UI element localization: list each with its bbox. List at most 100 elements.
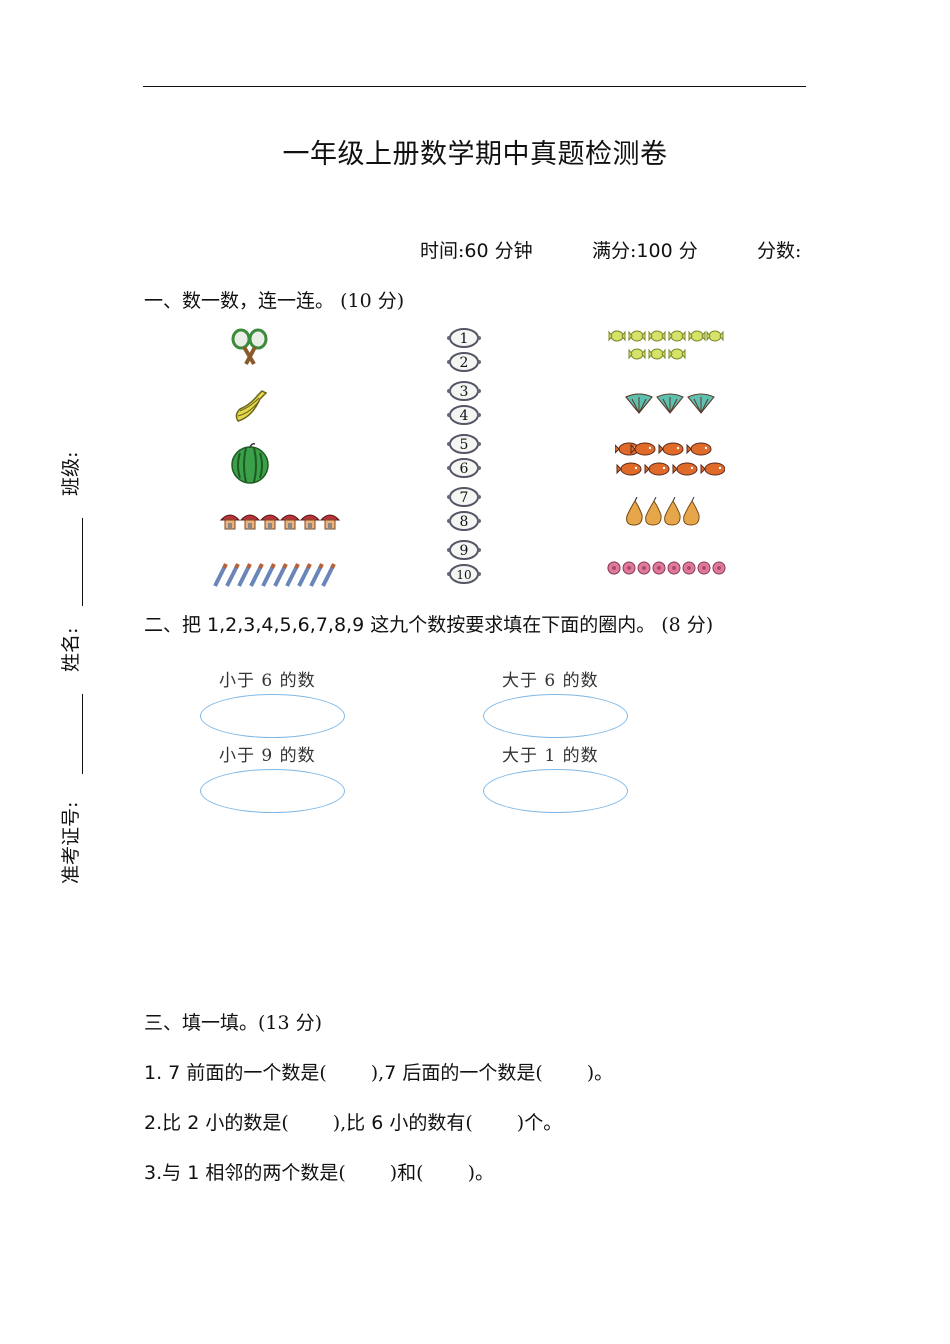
picture-bananas[interactable] [215,384,285,428]
number-badge-8[interactable]: 8 [446,510,482,532]
question-text: )个。 [516,1112,563,1134]
candy-icon [608,330,724,360]
full-score-label: 满分: [592,240,637,262]
score-field[interactable]: 分数: [757,240,802,262]
section1-heading: 一、数一数，连一连。 (10 分) [144,286,404,313]
pencil-icon [213,562,336,588]
full-score-info: 满分:100 分 [592,236,698,263]
oval-greater-than-1[interactable] [483,769,628,813]
ornate-badge-icon: 2 [447,352,481,372]
tennis-racket-icon [231,328,268,366]
oval-less-than-9[interactable] [200,769,345,813]
watermelon-icon [231,443,269,484]
question-number: 1. 7 [144,1062,181,1084]
name-field-line[interactable] [82,694,83,774]
ornate-badge-icon: 7 [447,487,481,507]
ornate-badge-icon: 1 [447,328,481,348]
picture-fans[interactable] [622,392,718,416]
svg-text:3: 3 [460,384,469,400]
oval-label-greater-than-1: 大于 1 的数 [502,746,599,766]
section2-heading: 二、把 1,2,3,4,5,6,7,8,9 这九个数按要求填在下面的圈内。 (8… [144,610,713,637]
ornate-badge-icon: 4 [447,405,481,425]
question-number: 3. [144,1162,163,1184]
number-badge-6[interactable]: 6 [446,457,482,479]
oval-label-less-than-9: 小于 9 的数 [219,746,316,766]
picture-mushroom-houses[interactable] [215,508,345,534]
question-text: ), [370,1062,385,1084]
ornate-badge-icon: 8 [447,511,481,531]
picture-flowers[interactable] [604,558,734,578]
question-number-inline: 1 [187,1162,200,1184]
svg-text:10: 10 [456,568,471,582]
number-badge-10[interactable]: 10 [446,563,482,585]
pear-icon [626,497,700,526]
ornate-badge-icon: 3 [447,381,481,401]
time-info: 时间:60 分钟 [420,236,533,263]
section2-prefix: 二、把 [144,614,208,636]
question-number: 2. [144,1112,163,1134]
question-text: )。 [586,1062,614,1084]
ornate-badge-icon: 10 [447,564,481,584]
exam-id-label: 准考证号: [60,801,82,884]
section2-suffix: 这九个数按要求填在下面的圈内。 [364,614,656,636]
section1-points: (10 分) [340,290,405,312]
picture-fish[interactable] [614,440,726,480]
picture-watermelon[interactable] [215,440,285,486]
time-unit: 分钟 [488,240,533,262]
fish-icon [615,442,725,476]
svg-text:5: 5 [460,437,469,453]
svg-text:7: 7 [460,490,469,506]
time-label: 时间: [420,240,465,262]
svg-text:9: 9 [460,543,469,559]
question-text: 前面的一个数是( [186,1062,327,1084]
header-rule [143,86,806,87]
question-text: 后面的一个数是( [402,1062,543,1084]
time-value: 60 [464,240,489,262]
question-number-inline: 7 [384,1062,397,1084]
number-badge-5[interactable]: 5 [446,433,482,455]
question-number-inline: 6 [371,1112,384,1134]
banana-bunch-icon [235,390,268,422]
section2-numbers: 1,2,3,4,5,6,7,8,9 [207,614,365,636]
svg-text:8: 8 [460,514,469,530]
page-title: 一年级上册数学期中真题检测卷 [282,139,668,170]
question-text: )和( [389,1162,424,1184]
oval-greater-than-6[interactable] [483,694,628,738]
oval-label-greater-than-6: 大于 6 的数 [502,671,599,691]
svg-text:1: 1 [460,331,469,347]
full-score-value: 100 [636,240,673,262]
question-number-inline: 2 [187,1112,200,1134]
question-3: 3.与 1 相邻的两个数是()和()。 [144,1158,494,1185]
picture-candies[interactable] [606,327,728,367]
picture-tennis-rackets[interactable] [215,327,285,369]
section1-title: 一、数一数，连一连。 [144,290,335,312]
section3-heading: 三、填一填。(13 分) [144,1008,322,1035]
section2-points: (8 分) [661,614,714,636]
flower-icon [607,561,726,575]
ornate-badge-icon: 6 [447,458,481,478]
number-badge-2[interactable]: 2 [446,351,482,373]
question-text: )。 [467,1162,494,1184]
mushroom-house-icon [220,514,340,530]
number-badge-3[interactable]: 3 [446,380,482,402]
number-badge-4[interactable]: 4 [446,404,482,426]
section3-title: 三、填一填。 [144,1012,259,1034]
svg-text:4: 4 [460,408,469,424]
picture-pears[interactable] [624,496,704,528]
section3-points: (13 分) [258,1012,323,1034]
question-text: 相邻的两个数是( [199,1162,346,1184]
ornate-badge-icon: 9 [447,540,481,560]
question-text: ),比 [332,1112,372,1134]
oval-less-than-6[interactable] [200,694,345,738]
svg-text:6: 6 [460,461,469,477]
question-text: 比 [162,1112,188,1134]
picture-pencils[interactable] [210,560,340,590]
fan-icon [625,393,715,414]
number-badge-7[interactable]: 7 [446,486,482,508]
number-badge-1[interactable]: 1 [446,327,482,349]
name-label: 姓名: [60,627,82,672]
class-field-line[interactable] [82,518,83,606]
ornate-badge-icon: 5 [447,434,481,454]
number-badge-9[interactable]: 9 [446,539,482,561]
question-1: 1. 7 前面的一个数是(),7 后面的一个数是( )。 [144,1058,613,1085]
